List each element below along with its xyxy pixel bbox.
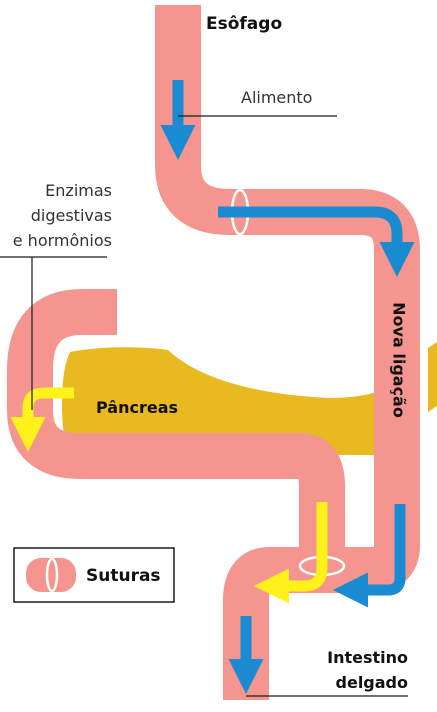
enzymes-label-line-1: Enzimas [45,181,112,200]
enzymes-label-line-2: digestivas [30,206,112,225]
pancreas-label: Pâncreas [96,398,179,417]
enzyme-arrow-join [254,502,328,604]
enzymes-label: Enzimas digestivas e hormônios [0,178,112,253]
food-arrow-across [218,206,415,277]
pancreas-shape [61,347,383,455]
enzymes-label-line-3: e hormônios [12,231,112,250]
small-intestine-label-line-1: Intestino [327,648,408,667]
food-label: Alimento [241,88,313,107]
suture-icon [45,557,59,593]
legend-tube-swatch [26,558,76,592]
sutures-legend-label: Suturas [86,566,161,586]
esophagus-label: Esôfago [206,14,283,34]
pancreas-tail [428,342,437,412]
food-arrow-down-join [333,504,406,608]
small-intestine-label: Intestino delgado [300,645,408,695]
small-intestine-label-line-2: delgado [335,673,408,692]
new-connection-label: Nova ligação [389,302,409,418]
